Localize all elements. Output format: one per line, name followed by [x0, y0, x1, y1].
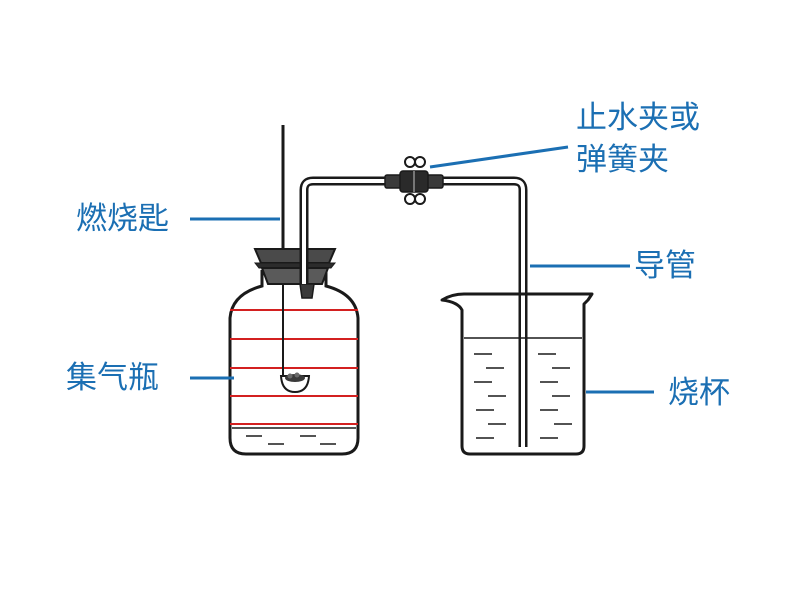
- leader-lines: [190, 145, 654, 394]
- leader-clamp: [429, 145, 569, 169]
- label-gas-bottle: 集气瓶: [66, 360, 159, 396]
- label-clamp-line2: 弹簧夹: [576, 142, 669, 178]
- label-beaker: 烧杯: [668, 375, 730, 411]
- bottle-outline: [228, 270, 360, 456]
- beaker-water-marks: [474, 353, 572, 439]
- rubber-stopper: [253, 248, 337, 299]
- bottle-division-lines: [230, 309, 358, 425]
- water-clamp: [384, 156, 444, 205]
- gas-collecting-bottle: [228, 270, 360, 456]
- combustion-spoon: [279, 125, 311, 394]
- label-clamp-line1: 止水夹或: [576, 100, 700, 136]
- bottle-water-marks: [232, 427, 356, 445]
- label-combustion-spoon: 燃烧匙: [76, 201, 169, 237]
- beaker: [440, 292, 594, 456]
- glass-tube: [299, 176, 528, 447]
- label-glass-tube: 导管: [634, 248, 696, 284]
